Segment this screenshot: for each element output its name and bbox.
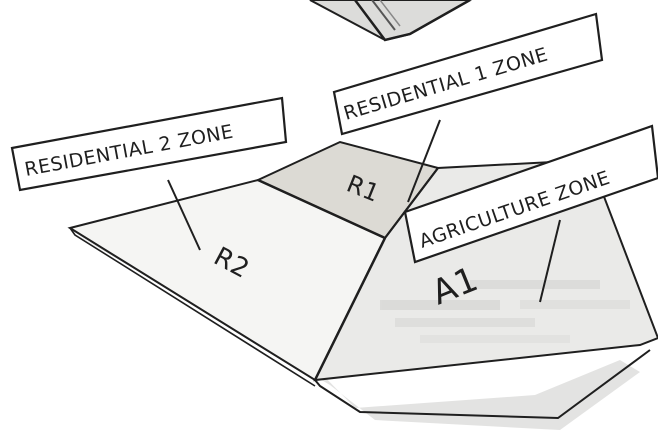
label-residential-2-zone: RESIDENTIAL 2 ZONE (12, 98, 286, 190)
upper-plot-fragment (310, 0, 470, 40)
